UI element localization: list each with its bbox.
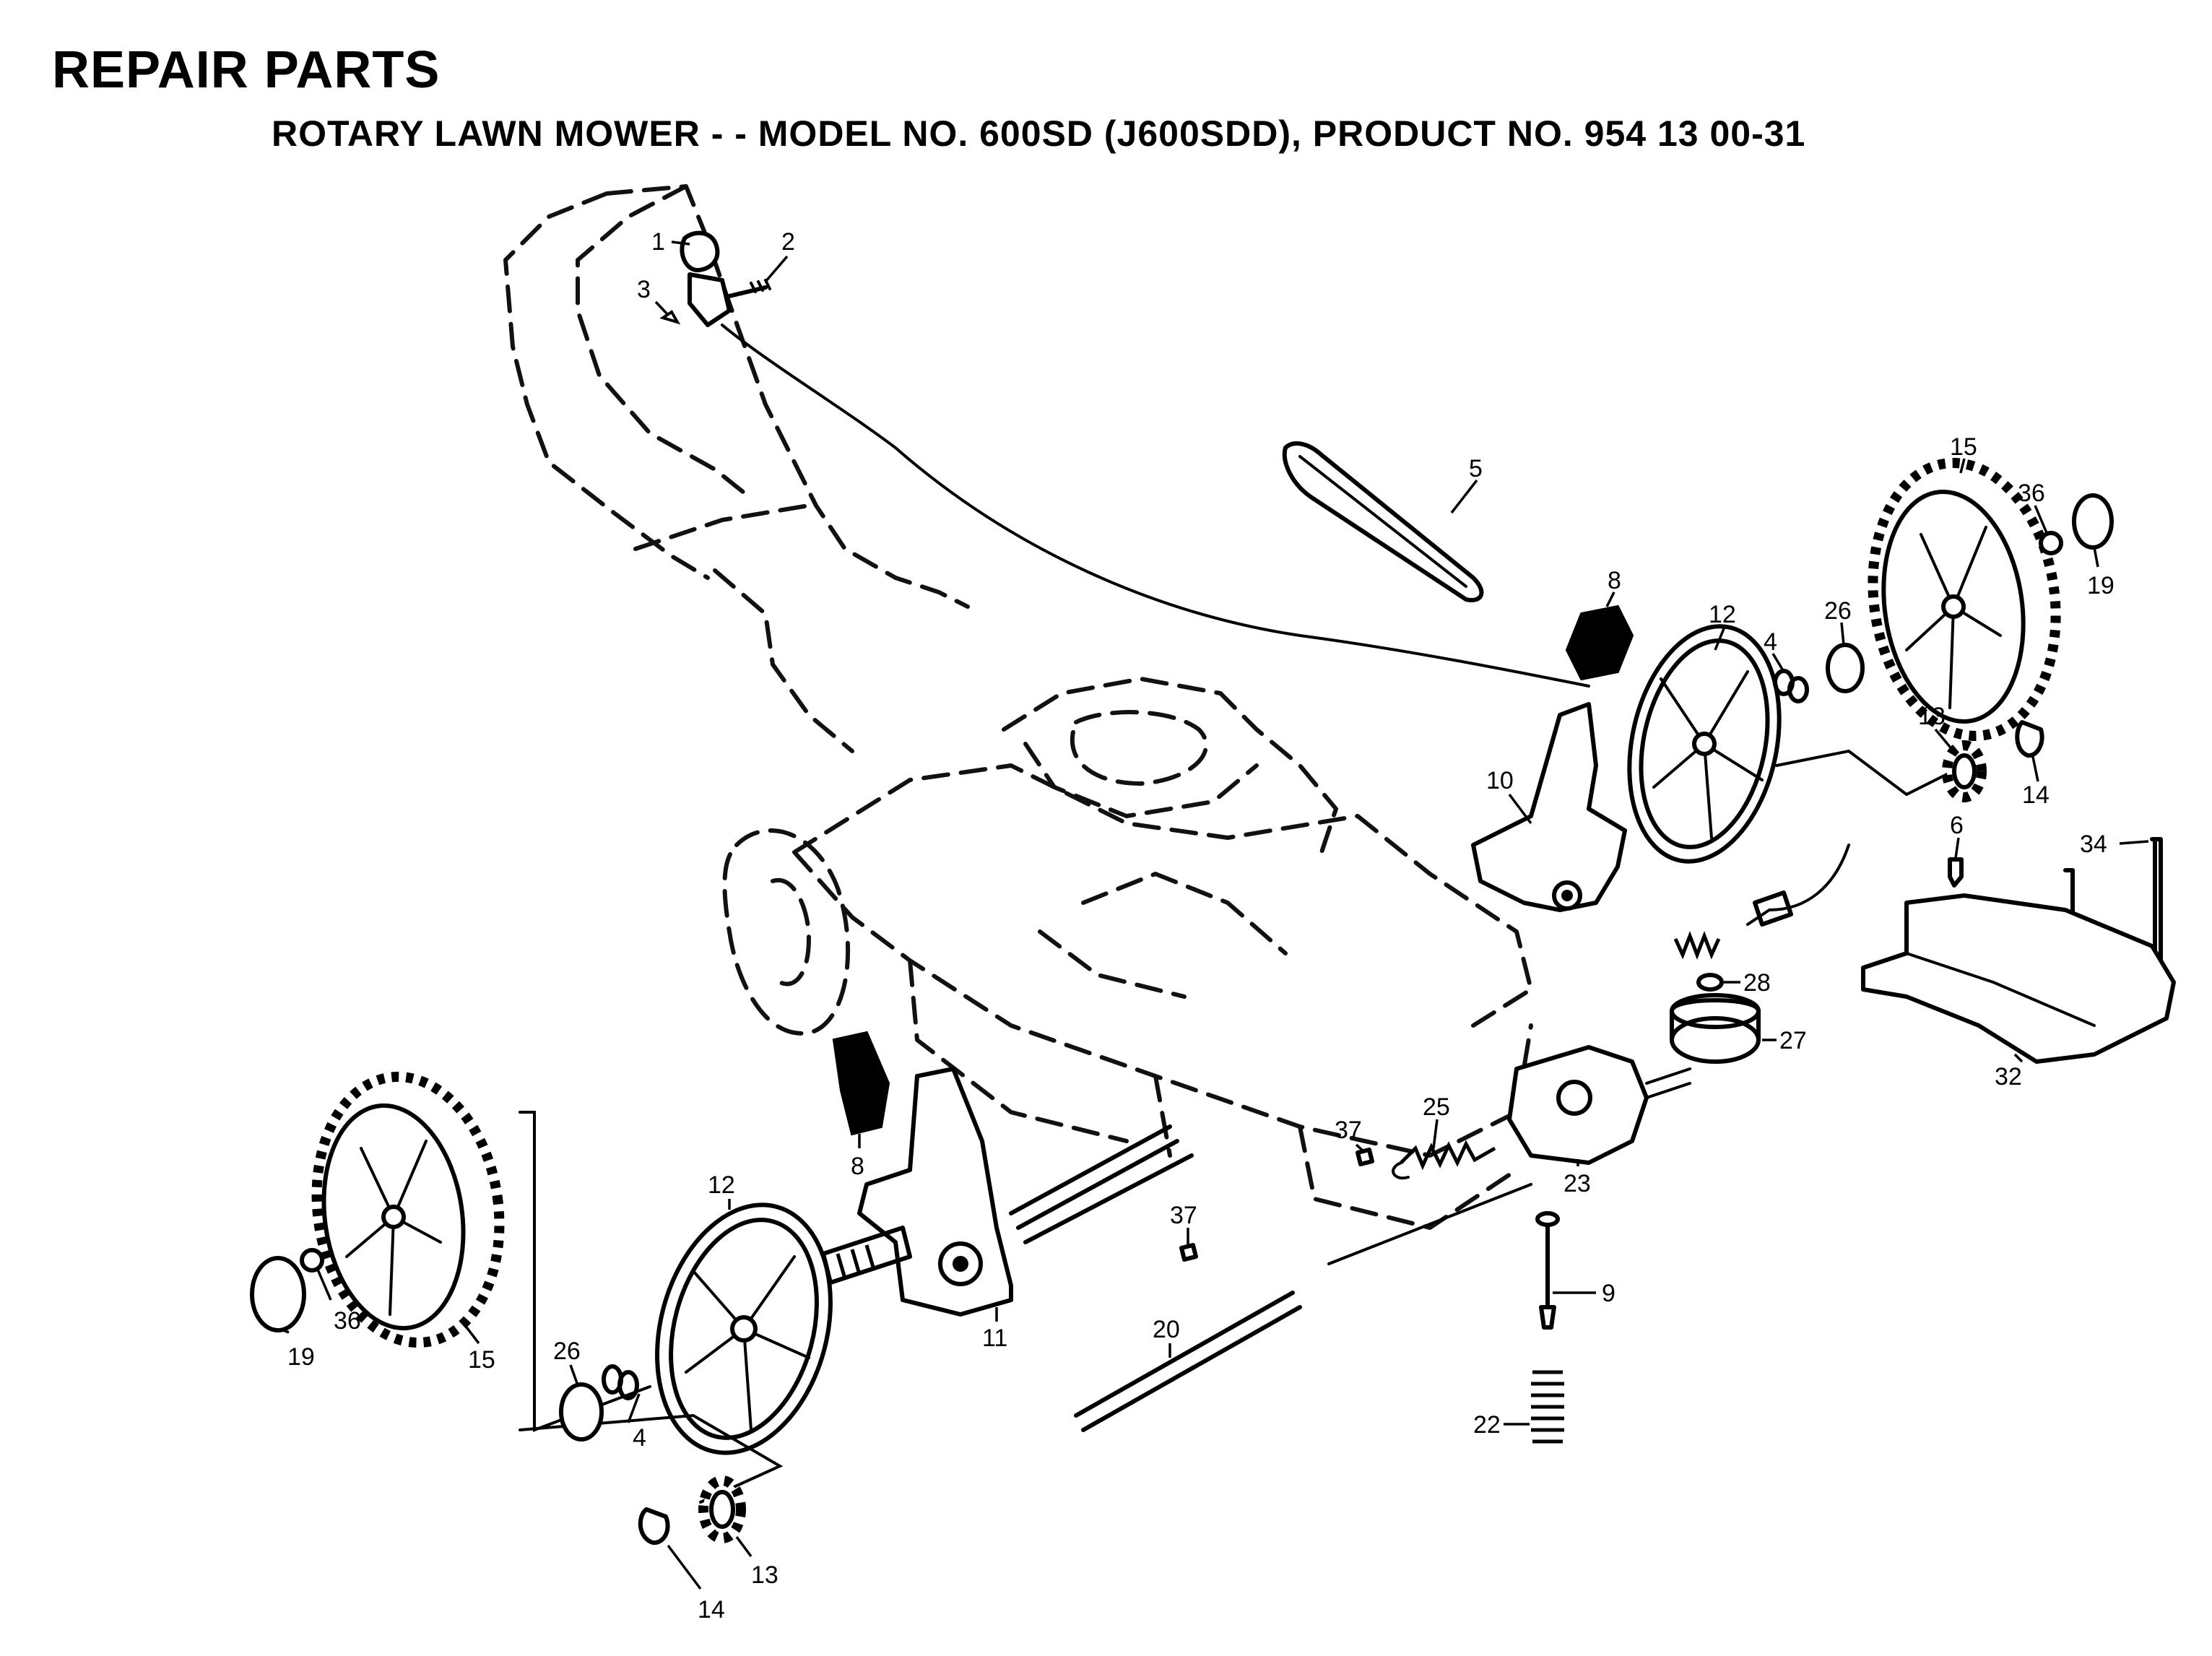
callout-9: 9 [1602, 1280, 1615, 1307]
part-15-wheel-lower [311, 1071, 505, 1348]
callout-12: 12 [708, 1171, 735, 1199]
part-14-clip-upper [2015, 720, 2044, 758]
callout-10: 10 [1486, 767, 1514, 794]
part-25-spring [1400, 1140, 1496, 1171]
part-12-wheel-rim-lower [655, 1202, 833, 1455]
part-15-wheel-upper [1868, 458, 2061, 741]
throttle-cable [721, 324, 1590, 688]
part-6-screw [1948, 857, 1964, 888]
callout-14: 14 [2022, 781, 2050, 809]
lower-axle-shaft [1009, 1124, 1194, 1244]
callout-8: 8 [851, 1153, 864, 1180]
part-1-control-lever [659, 230, 771, 327]
handle-crossbar [633, 503, 854, 753]
callout-4: 4 [1764, 628, 1777, 656]
part-9-bolt [1535, 1211, 1560, 1330]
callout-37: 37 [1170, 1202, 1197, 1229]
callout-26: 26 [553, 1338, 581, 1365]
callout-22: 22 [1473, 1411, 1501, 1439]
callout-1: 1 [651, 228, 665, 256]
callout-labels: 1 2 3 5 8 15 36 19 12 26 4 13 14 10 6 34… [287, 228, 2115, 1624]
part-10-drive-bracket-upper [1471, 702, 1627, 912]
engine-outline [1002, 677, 1338, 854]
callout-34: 34 [2080, 831, 2107, 858]
callout-11: 11 [982, 1325, 1007, 1352]
part-2-control-bracket [688, 272, 732, 327]
part-37-screw-left [1179, 1243, 1198, 1262]
callout-23: 23 [1563, 1170, 1591, 1197]
page-title: REPAIR PARTS [52, 41, 441, 99]
callout-19: 19 [2087, 572, 2115, 599]
callout-12: 12 [1709, 601, 1736, 628]
part-19-hubcap-lower [250, 1256, 306, 1332]
deck-front-ghost [1038, 872, 1288, 999]
callout-20: 20 [1153, 1316, 1180, 1343]
transmission-shaft [1327, 1183, 1532, 1265]
page-subtitle: ROTARY LAWN MOWER - - MODEL NO. 600SD (J… [272, 113, 1806, 154]
callout-32: 32 [1995, 1063, 2022, 1091]
left-wheel-ghost [722, 828, 851, 1036]
part-4-washers-lower [602, 1364, 639, 1400]
handle-outline [503, 184, 970, 609]
part-26-washer-upper [1826, 643, 1865, 693]
callout-2: 2 [781, 228, 795, 256]
part-32-rear-shield [1861, 893, 2176, 1064]
callout-15: 15 [468, 1346, 495, 1374]
callout-27: 27 [1779, 1027, 1807, 1054]
part-20-rod [1074, 1291, 1302, 1432]
callout-25: 25 [1423, 1093, 1450, 1121]
callout-26: 26 [1824, 597, 1852, 625]
part-5-drive-belt [1282, 441, 1484, 602]
deck-outline [792, 763, 1533, 1230]
callout-28: 28 [1743, 969, 1771, 997]
callout-3: 3 [637, 276, 651, 303]
callout-36: 36 [2018, 480, 2045, 507]
callout-15: 15 [1950, 433, 1977, 461]
callout-6: 6 [1950, 812, 1964, 839]
part-26-washer-lower [559, 1382, 604, 1442]
callout-36: 36 [334, 1307, 361, 1335]
part-12-wheel-rim-upper [1627, 624, 1782, 864]
part-36-nut-upper [2039, 531, 2063, 555]
part-19-hubcap-upper [2072, 493, 2114, 550]
part-28-pulley-nut [1696, 973, 1724, 992]
callout-13: 13 [751, 1561, 778, 1589]
mower-outline-ghost [503, 184, 1533, 1230]
drive-cable [1746, 844, 1850, 926]
part-14-clip-lower [638, 1507, 670, 1546]
callout-13: 13 [1918, 703, 1946, 730]
part-23-transmission [1507, 1045, 1691, 1165]
callout-19: 19 [287, 1343, 315, 1371]
part-8-wheel-cover-lower [832, 1031, 890, 1136]
part-36-nut-lower [300, 1248, 324, 1273]
part-4-washers-upper [1773, 669, 1809, 703]
part-11-drive-bracket-lower [857, 1067, 1013, 1317]
callout-8: 8 [1608, 567, 1621, 594]
callout-14: 14 [698, 1596, 725, 1624]
part-8-wheel-cover-upper [1565, 604, 1634, 681]
cable-spring [1673, 931, 1721, 960]
part-22-spring [1531, 1370, 1564, 1444]
callout-5: 5 [1469, 455, 1483, 482]
part-37-screw-right [1356, 1148, 1374, 1166]
cable-end-fitting [1753, 890, 1793, 927]
callout-37: 37 [1335, 1117, 1362, 1144]
upper-axle-line [1775, 749, 1966, 797]
part-27-pulley [1670, 993, 1761, 1064]
part-13-drive-gear-lower [698, 1475, 746, 1543]
part-13-drive-gear-upper [1942, 740, 1987, 802]
leader-lines [282, 240, 2149, 1590]
callout-4: 4 [633, 1424, 646, 1452]
